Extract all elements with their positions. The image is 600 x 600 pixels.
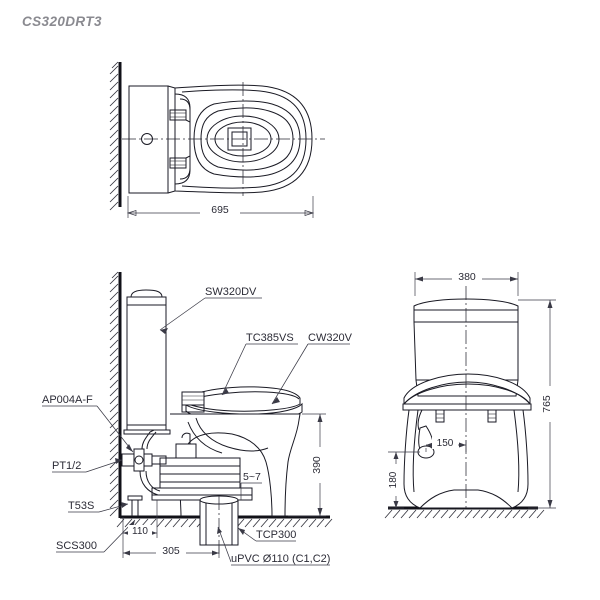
- side-view-angle-valve: [122, 430, 166, 495]
- svg-text:AP004A-F: AP004A-F: [42, 394, 93, 406]
- dimension-380: 380: [414, 271, 519, 296]
- side-section-view: SW320DV TC385VS CW320V AP004A-F PT1/2: [42, 271, 353, 566]
- label-pt12: PT1/2: [52, 458, 123, 473]
- label-cw320v: CW320V: [271, 332, 353, 405]
- dimension-180: 180: [388, 451, 420, 509]
- label-t53s: T53S: [68, 500, 129, 513]
- svg-text:uPVC Ø110 (C1,C2): uPVC Ø110 (C1,C2): [231, 553, 330, 565]
- dimension-380-value: 380: [458, 271, 476, 283]
- top-view-hinge-left: [170, 110, 186, 120]
- side-view-hinge-block: [182, 392, 204, 405]
- front-view: 380 765 150: [384, 271, 557, 519]
- side-view-wall: [109, 271, 122, 518]
- dimension-110: 110: [122, 500, 158, 538]
- svg-text:TC385VS: TC385VS: [246, 332, 294, 344]
- label-sw320dv: SW320DV: [159, 286, 262, 334]
- side-view-cistern: [124, 290, 170, 434]
- side-view-floor-bolts: [128, 496, 142, 516]
- label-tc385vs: TC385VS: [221, 332, 298, 396]
- label-tcp300: TCP300: [237, 527, 296, 542]
- svg-text:PT1/2: PT1/2: [52, 460, 81, 472]
- top-view: 695: [109, 61, 325, 218]
- dimension-overall-depth: 695: [126, 196, 315, 218]
- dimension-765: 765: [518, 299, 557, 509]
- dimension-305-value: 305: [162, 545, 180, 557]
- top-view-wall: [109, 61, 122, 211]
- svg-text:TCP300: TCP300: [256, 529, 296, 541]
- dimension-390-value: 390: [311, 456, 323, 474]
- label-upvc: uPVC Ø110 (C1,C2): [217, 526, 330, 566]
- svg-text:SCS300: SCS300: [56, 540, 97, 552]
- svg-text:T53S: T53S: [68, 500, 94, 512]
- dimension-765-value: 765: [541, 395, 553, 413]
- dimension-390: 390: [288, 413, 327, 517]
- top-view-hinge-right: [170, 158, 186, 168]
- dimension-150: 150: [425, 437, 467, 452]
- side-view-trap-outlet: [152, 433, 252, 545]
- svg-text:CW320V: CW320V: [308, 332, 353, 344]
- dimension-180-value: 180: [388, 471, 399, 488]
- page-title: CS320DRT3: [22, 14, 102, 29]
- dimension-overall-depth-value: 695: [211, 204, 229, 216]
- svg-text:SW320DV: SW320DV: [205, 286, 257, 298]
- dimension-305: 305: [122, 538, 220, 558]
- dimension-110-value: 110: [132, 526, 148, 537]
- dimension-5-7: 5~7: [240, 471, 262, 500]
- dimension-150-value: 150: [437, 438, 454, 449]
- label-ap004a-f: AP004A-F: [42, 394, 134, 453]
- dimension-5-7-value: 5~7: [243, 471, 261, 483]
- front-view-seat-bolts: [436, 410, 496, 422]
- top-view-tank: [129, 86, 175, 193]
